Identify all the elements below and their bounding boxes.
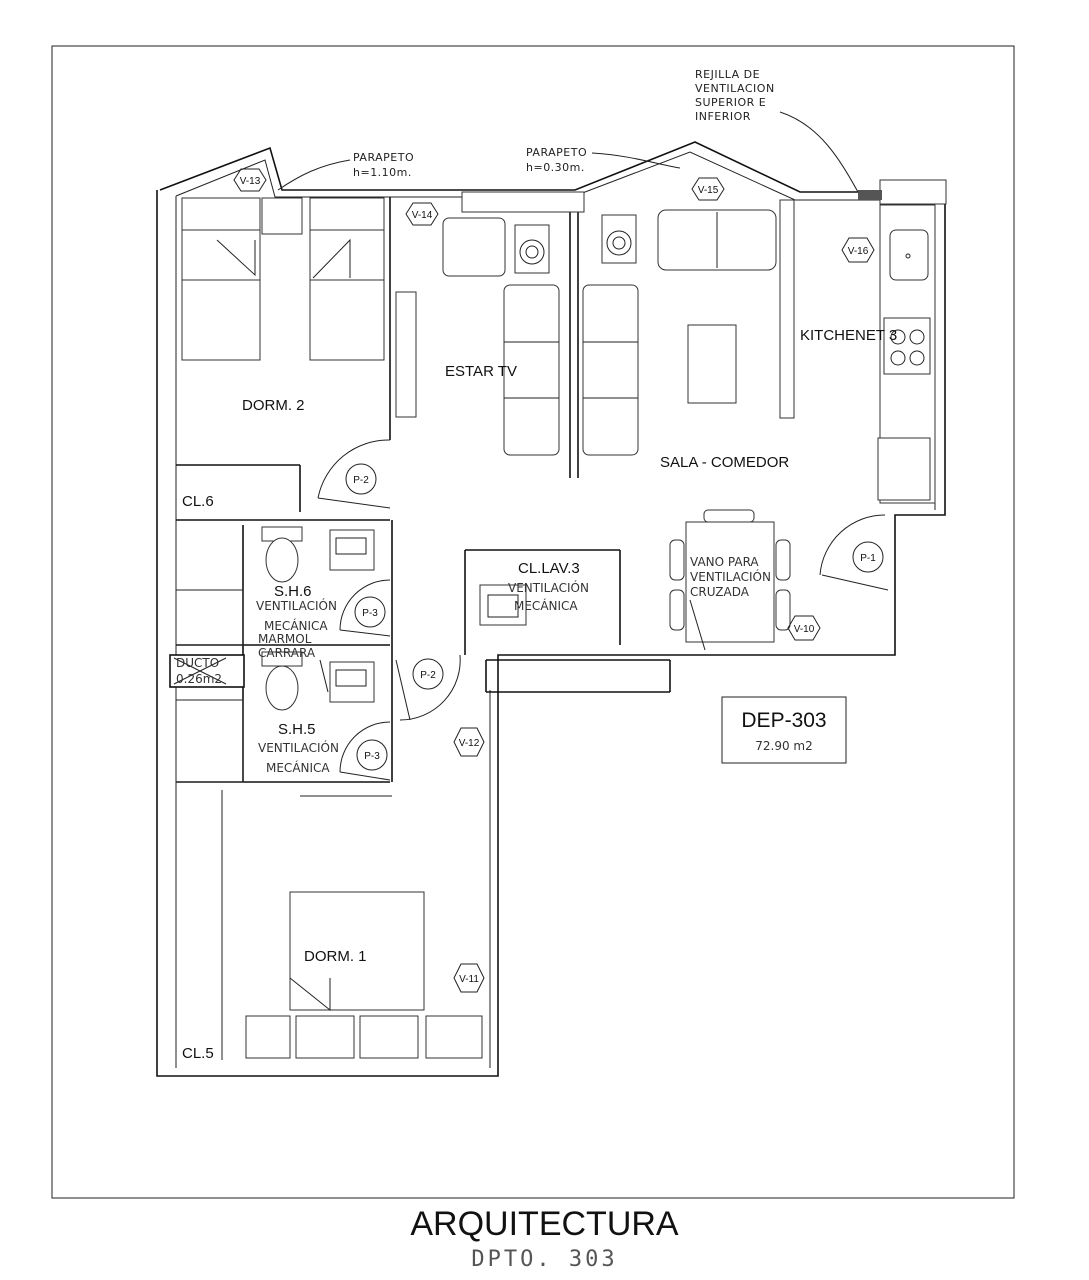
svg-text:P-2: P-2 <box>420 670 436 681</box>
note-vano-1: VANO PARA <box>690 555 759 569</box>
room-label-cl6: CL.6 <box>182 493 214 510</box>
note-vent-sh6-1: VENTILACIÓN <box>256 598 337 613</box>
svg-text:P-3: P-3 <box>362 608 378 619</box>
note-marmol-1: MARMOL <box>258 632 312 646</box>
note-vano-2: VENTILACIÓN <box>690 569 771 584</box>
note-vent-lav-2: MECÁNICA <box>514 598 578 613</box>
room-label-dorm1: DORM. 1 <box>304 948 367 965</box>
note-vent-sh5-1: VENTILACIÓN <box>258 740 339 755</box>
sheet-title: ARQUITECTURA <box>410 1205 679 1243</box>
room-label-dorm2: DORM. 2 <box>242 397 305 414</box>
svg-text:P-3: P-3 <box>364 751 380 762</box>
note-ducto-1: DUCTO <box>176 656 219 670</box>
room-label-kitchen: KITCHENET 3 <box>800 327 897 344</box>
unit-area: 72.90 m2 <box>755 739 813 753</box>
note-ducto-2: 0.26m2 <box>176 672 222 686</box>
window-tag-v15: V-15 <box>691 177 725 201</box>
svg-text:V-15: V-15 <box>698 185 719 196</box>
door-tag-p2-lower: P-2 <box>412 658 444 690</box>
room-label-cl5: CL.5 <box>182 1045 214 1062</box>
room-label-sala: SALA - COMEDOR <box>660 454 789 471</box>
note-parapeto-2-height: h=0.30m. <box>526 161 585 174</box>
leader-lines <box>277 111 859 693</box>
note-vent-sh6-2: MECÁNICA <box>264 618 328 633</box>
note-rejilla-1: REJILLA DE <box>695 68 760 81</box>
svg-text:V-12: V-12 <box>459 738 480 749</box>
note-vent-sh5-2: MECÁNICA <box>266 760 330 775</box>
window-tag-v10: V-10 <box>787 615 821 641</box>
bath-fixtures <box>169 526 527 783</box>
room-label-estar: ESTAR TV <box>445 363 517 380</box>
room-label-sh5: S.H.5 <box>278 721 316 738</box>
note-rejilla-3: SUPERIOR E <box>695 96 766 109</box>
unit-name: DEP-303 <box>741 709 826 732</box>
sheet-subtitle: DPTO. 303 <box>471 1247 618 1272</box>
dorm1-furniture <box>221 790 483 1060</box>
note-rejilla-4: INFERIOR <box>695 110 751 123</box>
note-parapeto-2: PARAPETO <box>526 146 587 159</box>
svg-text:P-1: P-1 <box>860 553 876 564</box>
living-furniture <box>442 209 791 643</box>
note-marmol-2: CARRARA <box>258 646 316 660</box>
room-label-cllav: CL.LAV.3 <box>518 560 580 577</box>
svg-text:V-11: V-11 <box>459 974 479 985</box>
svg-text:P-2: P-2 <box>353 475 369 486</box>
door-tag-p3-lower: P-3 <box>356 739 388 771</box>
unit-label-box <box>721 696 847 764</box>
window-tag-v16: V-16 <box>841 237 875 263</box>
door-tag-p2-upper: P-2 <box>345 463 377 495</box>
window-tag-v13: V-13 <box>233 168 267 192</box>
kitchen-fixtures <box>858 179 947 501</box>
sheet-frame <box>51 45 1015 1199</box>
svg-text:V-13: V-13 <box>240 176 261 187</box>
note-vano-3: CRUZADA <box>690 585 750 599</box>
room-label-sh6: S.H.6 <box>274 583 312 600</box>
door-tag-p1: P-1 <box>852 541 884 573</box>
svg-text:V-16: V-16 <box>848 246 869 257</box>
window-tag-v14: V-14 <box>405 202 439 226</box>
svg-text:V-10: V-10 <box>794 624 815 635</box>
note-rejilla-2: VENTILACION <box>695 82 775 95</box>
dorm2-furniture <box>181 197 417 418</box>
door-swings <box>317 439 889 781</box>
window-tag-v11: V-11 <box>453 963 485 993</box>
window-tag-v12: V-12 <box>453 727 485 757</box>
svg-text:V-14: V-14 <box>412 210 433 221</box>
note-parapeto-1-height: h=1.10m. <box>353 166 412 179</box>
door-tag-p3-upper: P-3 <box>354 596 386 628</box>
note-parapeto-1: PARAPETO <box>353 151 414 164</box>
note-vent-lav-1: VENTILACIÓN <box>508 580 589 595</box>
